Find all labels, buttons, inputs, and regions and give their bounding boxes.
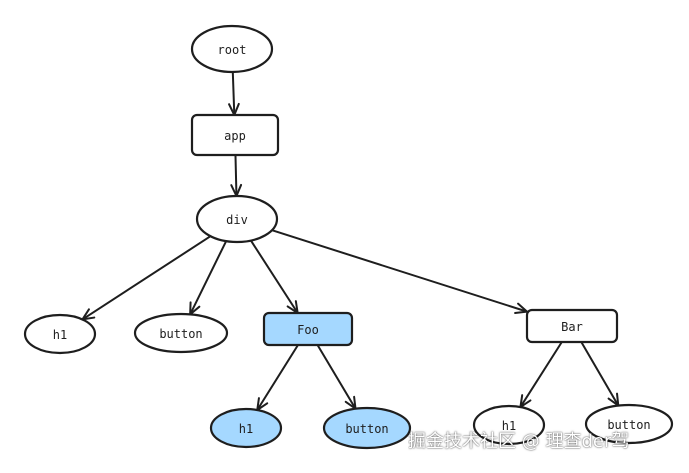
node-bar-button: button: [584, 403, 674, 445]
arrow-head-icon: [519, 394, 532, 409]
node-label: h1: [53, 328, 67, 342]
node-ellipse: [133, 312, 229, 354]
node-bar: Bar: [525, 308, 619, 344]
node-rect: [262, 311, 354, 347]
node-ellipse: [584, 403, 674, 445]
edge-root-to-app: [228, 70, 240, 116]
edge-line: [231, 70, 236, 116]
node-ellipse: [23, 313, 97, 355]
node-label: button: [345, 422, 388, 436]
edge-foo-to-foo-h1: [256, 344, 299, 412]
node-label: div: [226, 213, 248, 227]
nodes-layer: root app div h1 button Foo Bar h1 button h1 button: [23, 24, 674, 450]
node-button-left: button: [133, 312, 229, 354]
edge-line: [316, 344, 357, 410]
node-ellipse: [472, 404, 546, 446]
node-ellipse: [322, 406, 412, 450]
edge-div-to-bar: [270, 229, 528, 314]
edge-div-to-button-left: [189, 240, 228, 316]
node-ellipse: [190, 24, 274, 74]
node-app: app: [190, 113, 280, 157]
arrow-head-icon: [286, 300, 299, 314]
edge-bar-to-bar-h1: [519, 341, 563, 409]
node-bar-h1: h1: [472, 404, 546, 446]
node-foo: Foo: [262, 311, 354, 347]
edge-line: [189, 240, 228, 316]
node-root: root: [190, 24, 274, 74]
edge-app-to-div: [230, 154, 243, 198]
edge-line: [81, 235, 212, 321]
edge-div-to-foo: [249, 239, 299, 314]
node-div: div: [195, 194, 279, 244]
edge-bar-to-bar-button: [580, 341, 620, 407]
node-label: button: [607, 418, 650, 432]
node-rect: [190, 113, 280, 157]
arrow-head-icon: [256, 397, 269, 412]
edge-line: [234, 154, 238, 198]
node-ellipse: [195, 194, 279, 244]
edge-line: [270, 229, 528, 313]
node-label: h1: [502, 419, 516, 433]
node-rect: [525, 308, 619, 344]
node-label: h1: [239, 422, 253, 436]
edges-layer: [81, 70, 620, 412]
node-h1-left: h1: [23, 313, 97, 355]
node-foo-button: button: [322, 406, 412, 450]
node-foo-h1: h1: [209, 407, 283, 449]
node-label: Foo: [297, 323, 319, 337]
node-label: button: [159, 327, 202, 341]
node-label: root: [218, 43, 247, 57]
edge-line: [256, 344, 299, 412]
edge-line: [580, 341, 620, 407]
edge-foo-to-foo-button: [316, 344, 357, 410]
node-ellipse: [209, 407, 283, 449]
node-label: app: [224, 129, 246, 143]
node-label: Bar: [561, 320, 583, 334]
edge-line: [249, 239, 299, 314]
watermark: 掘金技术社区 @ 理查der驾: [408, 431, 630, 452]
edge-line: [519, 341, 563, 409]
